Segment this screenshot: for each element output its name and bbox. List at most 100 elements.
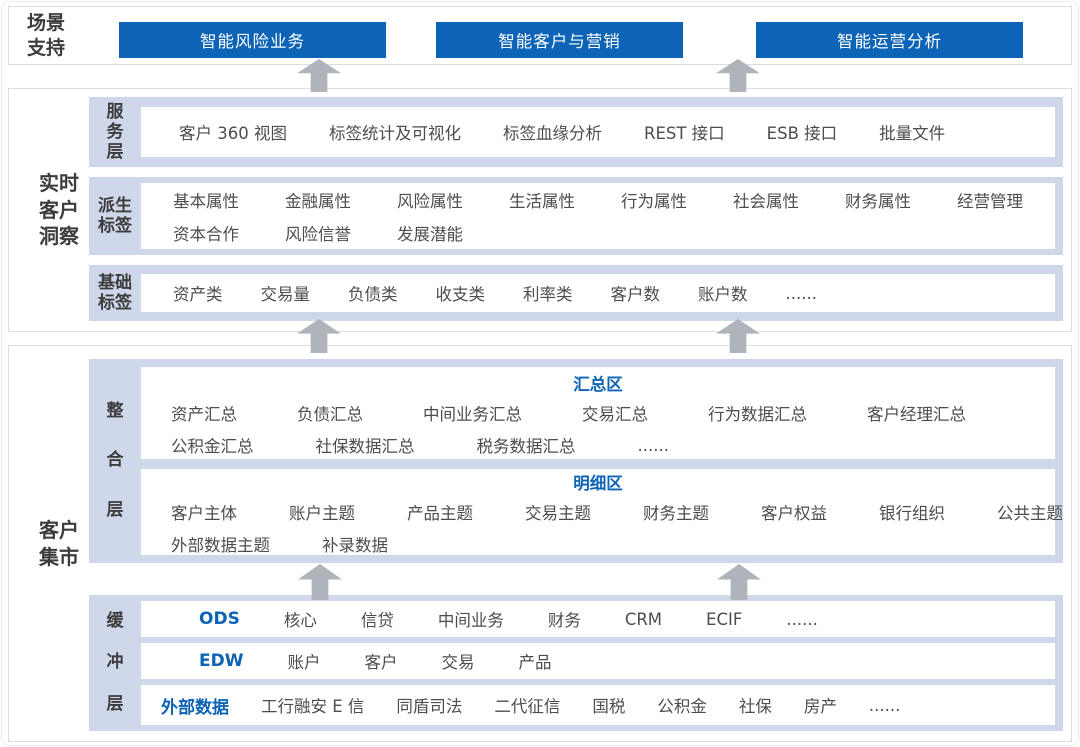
item-label: 风险属性 [397,191,463,211]
button-smart-risk[interactable]: 智能风险业务 [119,22,386,58]
item-label: CRM [624,609,663,629]
item-label: 产品主题 [407,504,473,523]
item-label: 客户主体 [171,504,237,523]
item-label: ...... [785,283,817,303]
derived-tags-rows: 基本属性 金融属性 风险属性 生活属性 行为属性 社会属性 财务属性 经营管理 资本合作 风险信… [141,183,1055,249]
item-label: 客户权益 [761,504,827,523]
item-label: 财务属性 [845,191,911,211]
item-label: 客户 360 视图 [179,124,287,143]
external-data-title: 外部数据 [161,697,229,718]
item-label: ...... [868,695,901,715]
item-label: 财务主题 [643,504,709,523]
item-label: 公积金 [657,697,707,716]
item-label: 账户数 [698,285,748,304]
item-label: 基本属性 [173,191,239,211]
item-label: 社保数据汇总 [315,437,415,456]
item-label: 交易量 [260,285,311,304]
item-label: 补录数据 [322,536,388,555]
service-layer-items: 客户 360 视图 标签统计及可视化 标签血缘分析 REST 接口 ESB 接口 批量文件 [141,107,1055,157]
item-label: 公共主题 [997,504,1063,523]
derived-tags-line2: 资本合作 风险信誉 发展潜能 [141,221,1055,245]
item-label: 国税 [592,697,626,716]
item-label: 发展潜能 [397,224,463,244]
item-label: 社会属性 [733,191,799,211]
integration-layer-band: 整 合 层 汇总区 资产汇总 负债汇总 中间业务汇总 交易汇总 行为数据汇总 客户经理汇总… [89,359,1063,563]
item-label: 资产类 [173,285,223,304]
buffer-row-external: 外部数据 工行融安 E 信 同盾司法 二代征信 国税 公积金 社保 房产...... [141,685,1055,725]
item-label: 中间业务汇总 [423,405,522,424]
item-label: 同盾司法 [396,697,463,716]
item-label: 经营管理 [957,191,1023,211]
item-label: 行为属性 [621,191,687,211]
item-label: 二代征信 [494,697,561,716]
item-label: 账户主题 [289,504,355,523]
detail-zone-title: 明细区 [573,474,623,493]
item-label: 金融属性 [285,191,351,211]
item-label: 社保 [738,697,772,716]
summary-line2: 公积金汇总 社保数据汇总 税务数据汇总...... [141,433,1055,457]
item-label: ESB 接口 [766,124,838,143]
summary-zone-box: 汇总区 资产汇总 负债汇总 中间业务汇总 交易汇总 行为数据汇总 客户经理汇总 公积金汇总… [141,367,1055,459]
item-label: 信贷 [360,611,394,630]
detail-line1: 客户主体账户主题产品主题交易主题财务主题客户权益银行组织公共主题 [141,500,1063,524]
item-label: 中间业务 [437,611,504,630]
scenario-support-box: 场景 支持 智能风险业务 智能客户与营销 智能运营分析 [8,6,1072,65]
item-label: 资产汇总 [171,405,237,424]
item-label: 交易 [441,653,475,672]
item-label: 核心 [283,611,317,630]
item-label: 负债汇总 [297,405,363,424]
service-layer-band: 服 务 层 客户 360 视图 标签统计及可视化 标签血缘分析 REST 接口 ESB … [89,97,1063,167]
button-smart-operation-analysis[interactable]: 智能运营分析 [756,22,1023,58]
item-label: 交易汇总 [582,405,648,424]
detail-zone-box: 明细区 客户主体账户主题产品主题交易主题财务主题客户权益银行组织公共主题 外部数… [141,469,1063,556]
item-label: 银行组织 [879,504,945,523]
edw-title: EDW [199,651,244,671]
basic-tags-items: 资产类 交易量 负债类 收支类 利率类 客户数 账户数...... [141,274,1055,312]
basic-tags-label: 基础 标签 [98,272,132,313]
derived-tags-label: 派生 标签 [98,195,132,236]
item-label: REST 接口 [643,124,725,143]
item-label: 客户数 [610,285,661,304]
item-label: 收支类 [435,285,486,304]
item-label: 批量文件 [879,124,946,143]
realtime-insight-box: 实时 客户 洞察 服 务 层 客户 360 视图 标签统计及可视化 标签血缘分析 RE… [8,88,1072,332]
summary-zone-title: 汇总区 [573,375,623,394]
item-label: 客户 [364,653,398,672]
item-label: ...... [786,609,818,629]
detail-line2: 外部数据主题 补录数据 [141,532,1055,556]
derived-tags-band: 派生 标签 基本属性 金融属性 风险属性 生活属性 行为属性 社会属性 财务属性 经营管理 资… [89,177,1063,255]
derived-tags-line1: 基本属性 金融属性 风险属性 生活属性 行为属性 社会属性 财务属性 经营管理 [141,188,1055,212]
item-label: 财务 [547,611,581,630]
service-layer-label: 服 务 层 [106,101,124,163]
customer-mart-label: 客户 集市 [39,518,79,569]
basic-tags-band: 基础 标签 资产类 交易量 负债类 收支类 利率类 客户数 账户数...... [89,265,1063,321]
item-label: 房产 [803,697,837,716]
buffer-row-edw: EDW 账户 客户 交易 产品 [141,643,1055,679]
item-label: ...... [637,435,669,455]
item-label: 工行融安 E 信 [261,697,365,716]
item-label: 资本合作 [173,224,239,244]
realtime-insight-label: 实时 客户 洞察 [39,171,79,249]
item-label: 税务数据汇总 [476,437,576,456]
summary-line1: 资产汇总 负债汇总 中间业务汇总 交易汇总 行为数据汇总 客户经理汇总 [141,401,1055,425]
integration-layer-label: 整 合 层 [106,401,124,520]
item-label: 生活属性 [509,191,575,211]
button-smart-customer-marketing[interactable]: 智能客户与营销 [436,22,683,58]
scenario-support-label: 场景 支持 [27,12,66,59]
item-label: 利率类 [523,285,573,304]
item-label: 行为数据汇总 [708,405,807,424]
item-label: 外部数据主题 [171,536,270,555]
item-label: 标签统计及可视化 [328,124,461,143]
item-label: 风险信誉 [285,224,351,244]
item-label: ECIF [706,609,743,629]
buffer-layer-label: 缓 冲 层 [106,610,124,714]
item-label: 标签血缘分析 [502,124,602,143]
item-label: 公积金汇总 [171,437,254,456]
item-label: 客户经理汇总 [867,405,966,424]
item-label: 产品 [518,653,552,672]
item-label: 负债类 [348,285,398,304]
customer-mart-box: 客户 集市 整 合 层 汇总区 资产汇总 负债汇总 中间业务汇总 交易汇总 行为数据汇总… [8,345,1072,742]
item-label: 账户 [287,653,321,672]
